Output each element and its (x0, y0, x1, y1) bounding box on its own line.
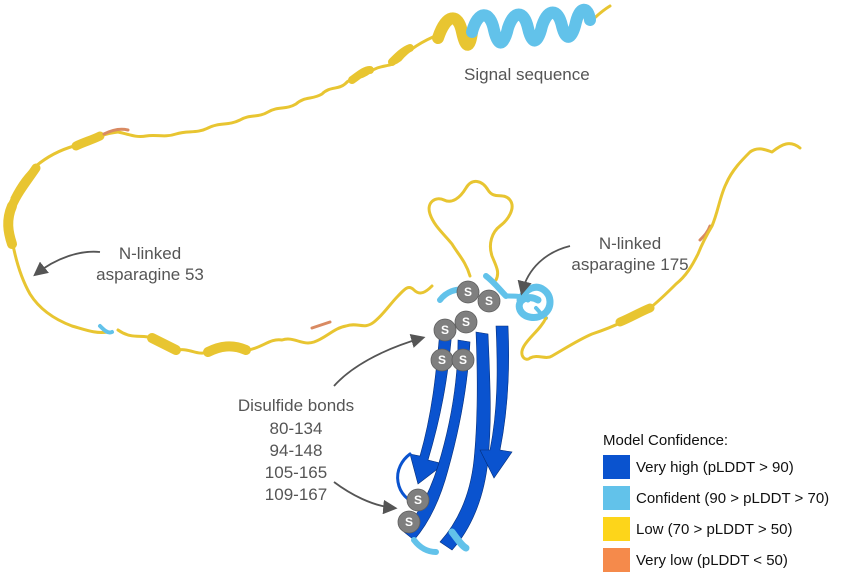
arrow-disulfide-bottom (333, 481, 398, 515)
disulfide-ball-1 (456, 280, 480, 304)
arrow-n53 (33, 250, 101, 277)
legend-label-very-low: Very low (pLDDT < 50) (636, 552, 788, 569)
disulfide-ball-8 (397, 510, 421, 534)
n175-label-line1: N-linked (599, 234, 661, 253)
disulfide-ball-label-6: S (459, 353, 467, 367)
disulfide-ball-label-1: S (464, 285, 472, 299)
upper-loop (427, 180, 514, 282)
disulfide-ball-4 (454, 310, 478, 334)
legend-label-confident: Confident (90 > pLDDT > 70) (636, 490, 829, 507)
disulfide-ball-label-3: S (441, 323, 449, 337)
n53-label-line2: asparagine 53 (96, 265, 204, 284)
bond-94-148: 94-148 (270, 441, 323, 460)
signal-helix (432, 3, 596, 51)
annotation-arrows (33, 245, 571, 515)
disulfide-ball-label-7: S (414, 493, 422, 507)
legend-title: Model Confidence: (603, 432, 728, 449)
c-terminal-coil (520, 142, 802, 361)
signal-sequence-label: Signal sequence (464, 65, 590, 84)
n53-label-line1: N-linked (119, 244, 181, 263)
disulfide-ball-label-4: S (462, 315, 470, 329)
disulfide-ball-label-2: S (485, 294, 493, 308)
bond-109-167: 109-167 (265, 485, 327, 504)
disulfide-ball-2 (477, 289, 501, 313)
disulfide-ball-label-5: S (438, 353, 446, 367)
disulfide-ball-7 (406, 488, 430, 512)
right-helix (515, 283, 554, 321)
disulfide-ball-3 (433, 318, 457, 342)
coil-ribbons (3, 44, 655, 357)
n175-label-line2: asparagine 175 (571, 255, 688, 274)
legend-label-very-high: Very high (pLDDT > 90) (636, 459, 794, 476)
disulfide-bonds-title: Disulfide bonds (238, 396, 354, 415)
confident-patches (98, 306, 548, 335)
confidence-legend: Model Confidence: Very high (pLDDT > 90)… (603, 432, 829, 572)
legend-swatch-confident (603, 486, 630, 510)
arrow-disulfide-top (333, 334, 426, 387)
bond-80-134: 80-134 (270, 419, 323, 438)
legend-swatch-low (603, 517, 630, 541)
very-low-patches (102, 127, 712, 330)
disulfide-ball-6 (451, 348, 475, 372)
legend-swatch-very-low (603, 548, 630, 572)
bond-105-165: 105-165 (265, 463, 327, 482)
disulfide-ball-label-8: S (405, 515, 413, 529)
arrow-n175 (517, 245, 571, 296)
legend-label-low: Low (70 > pLDDT > 50) (636, 521, 792, 538)
legend-swatch-very-high (603, 455, 630, 479)
